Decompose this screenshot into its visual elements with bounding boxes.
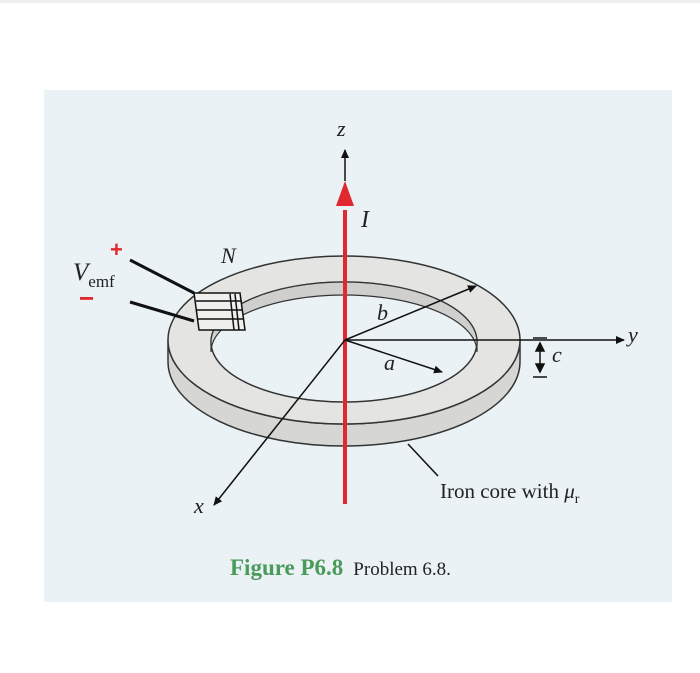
- core-inner-band: [210, 281, 478, 353]
- thickness-c-marker: [533, 337, 547, 378]
- toroid-diagram: [129, 149, 625, 506]
- thickness-label: c: [552, 342, 562, 367]
- minus-sign: −: [79, 283, 95, 313]
- current-label: I: [361, 207, 369, 233]
- plus-sign: +: [110, 237, 123, 262]
- lead-negative: [129, 300, 195, 323]
- figure-number: Figure P6.8: [230, 555, 344, 580]
- problem-label: Problem 6.8.: [353, 559, 451, 580]
- current-arrowhead: [336, 181, 354, 206]
- figure-panel: z y x I N b a c Vemf + − Iron core with …: [44, 90, 672, 602]
- lead-positive: [129, 258, 195, 295]
- turns-label: N: [221, 243, 236, 268]
- core-leader: [407, 443, 439, 477]
- radius-a-label: a: [384, 350, 395, 375]
- radius-b-arrow: [344, 285, 477, 341]
- figure-caption: Figure P6.8 Problem 6.8.: [230, 556, 451, 579]
- radius-a-arrow: [344, 339, 443, 374]
- x-label: x: [194, 493, 204, 518]
- core-label: Iron core with μr: [440, 479, 580, 507]
- y-label: y: [628, 322, 638, 347]
- top-rule: [0, 0, 700, 3]
- radius-b-label: b: [377, 300, 388, 325]
- z-label: z: [337, 116, 346, 141]
- x-axis: [213, 339, 346, 506]
- vemf-label: Vemf: [73, 259, 115, 291]
- coil-winding: [193, 292, 246, 331]
